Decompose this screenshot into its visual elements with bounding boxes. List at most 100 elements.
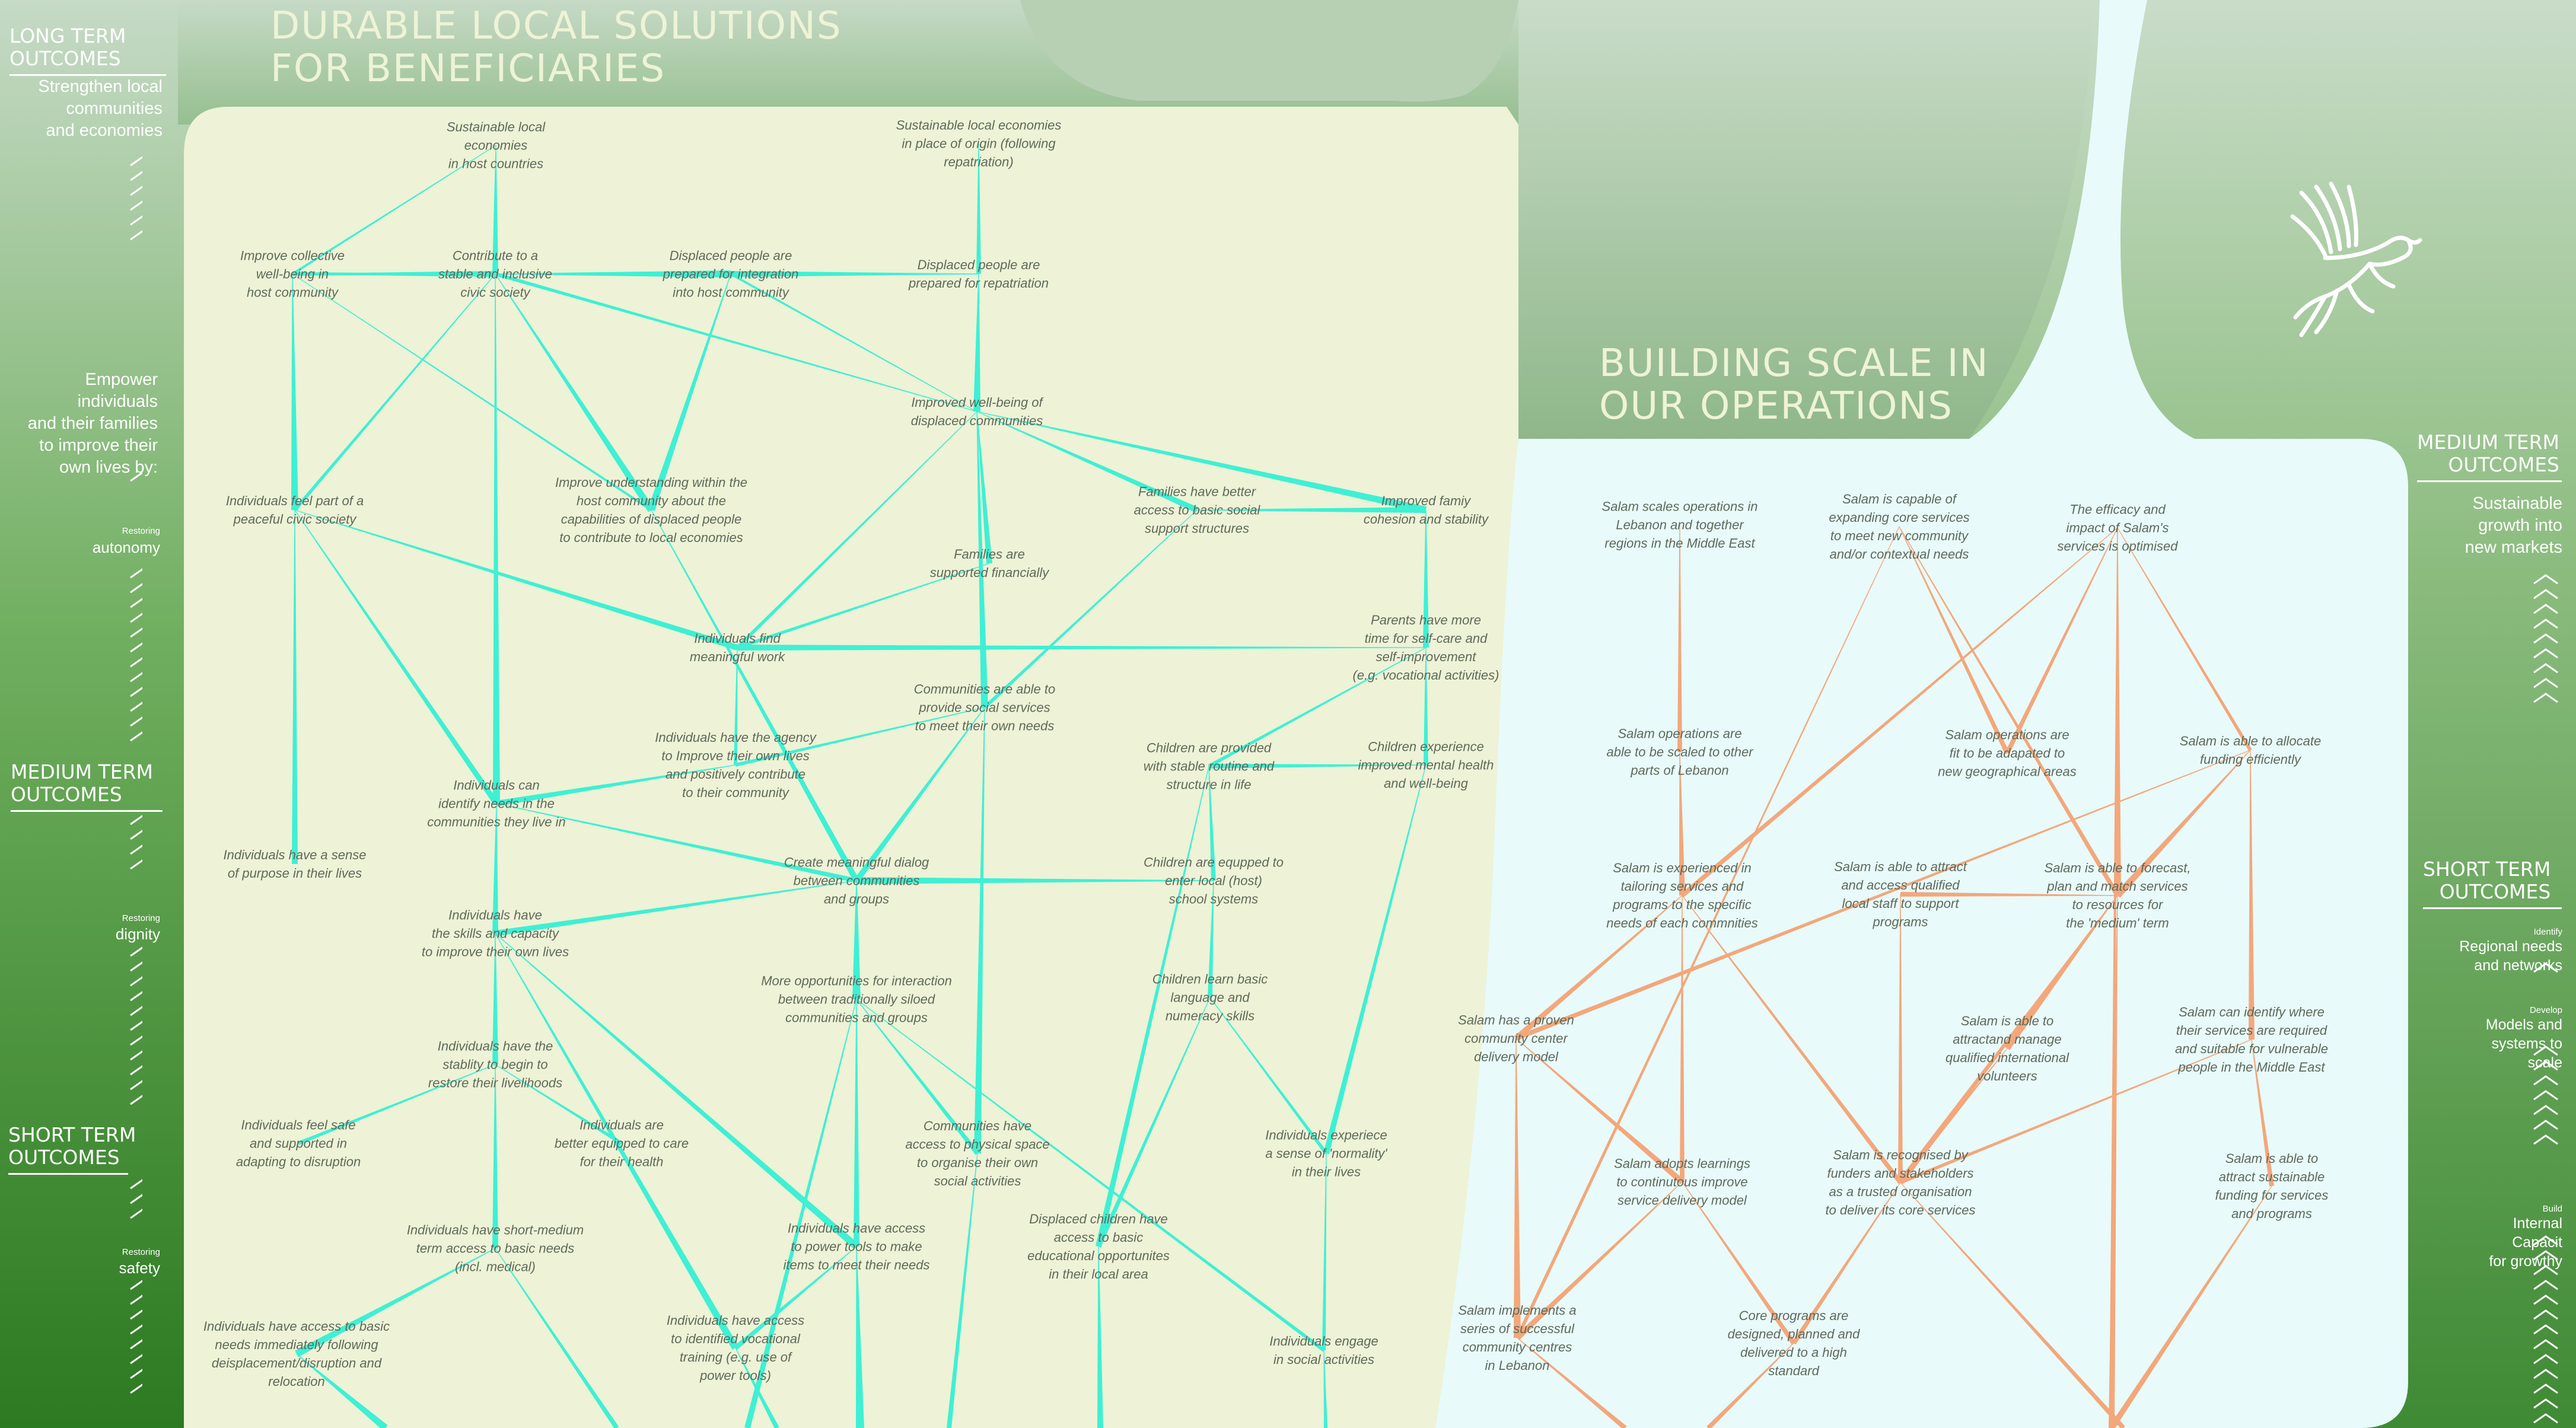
- node-line: needs immediately following: [215, 1337, 378, 1352]
- node-line: community center: [1464, 1031, 1568, 1046]
- node-line: Salam is experienced in: [1613, 860, 1752, 875]
- heading-line: MEDIUM TERM: [11, 760, 153, 783]
- node-line: Individuals have: [448, 907, 542, 923]
- chevron-up-icon: [130, 1035, 142, 1046]
- chevron-up-icon: [2533, 1295, 2558, 1305]
- node-line: to continutous improve: [1616, 1174, 1748, 1190]
- chevron-up-icon: [2533, 1354, 2558, 1365]
- chevron-up-icon: [2533, 678, 2558, 689]
- node-line: Improved famiy: [1381, 493, 1471, 508]
- node-line: enter local (host): [1165, 873, 1262, 888]
- node-line: displaced communities: [910, 413, 1043, 428]
- chevron-up-icon: [130, 731, 142, 742]
- chevron-up-icon: [2533, 1105, 2558, 1115]
- beneficiaries-title: DURABLE LOCAL SOLUTIONS FOR BENEFICIARIE…: [270, 5, 842, 90]
- chevron-up-icon: [130, 844, 142, 855]
- node-line: and supported in: [250, 1136, 347, 1151]
- text-line: Internal: [2513, 1215, 2562, 1232]
- node-line: Individuals have access to basic: [203, 1319, 390, 1334]
- text-line: for growthy: [2489, 1253, 2562, 1270]
- node-line: people in the Middle East: [2178, 1060, 2325, 1075]
- operations-title: BUILDING SCALE IN OUR OPERATIONS: [1599, 342, 1989, 428]
- text-line: and their families: [27, 414, 158, 433]
- chevron-up-icon: [130, 976, 142, 987]
- chevron-up-icon: [2533, 663, 2558, 674]
- node-line: Individuals have short-medium: [406, 1222, 584, 1238]
- node-line: supported financially: [929, 565, 1049, 580]
- node-line: Individuals feel part of a: [225, 493, 364, 508]
- chevron-up-icon: [130, 186, 142, 196]
- restoring-autonomy-label: autonomy: [92, 538, 160, 556]
- chevron-up-icon: [130, 702, 142, 712]
- node-line: to organise their own: [916, 1155, 1039, 1170]
- right-short-term-heading: SHORT TERM OUTCOMES: [2423, 858, 2562, 909]
- node-line: support structures: [1144, 521, 1250, 536]
- chevron-up-icon: [2533, 1265, 2558, 1276]
- node-line: Children experience: [1368, 739, 1484, 754]
- node-line: Salam is able to attract: [1834, 859, 1967, 874]
- node-line: communities they live in: [427, 814, 566, 830]
- node-line: Children are equpped to: [1143, 855, 1284, 870]
- chevron-up-icon: [130, 156, 142, 1394]
- node-line: identify needs in the: [438, 796, 555, 811]
- dove-icon: [2290, 181, 2422, 337]
- title-line: OUR OPERATIONS: [1599, 384, 1953, 428]
- node-line: Salam is capable of: [1842, 492, 1956, 506]
- chevron-up-icon: [130, 1295, 142, 1305]
- node-line: cohesion and stability: [1363, 512, 1489, 527]
- node-line: a sense of 'normality': [1265, 1146, 1387, 1161]
- chevron-up-icon: [2533, 1324, 2558, 1335]
- node-line: Salam is able to allocate: [2179, 734, 2322, 748]
- node-line: expanding core services: [1829, 510, 1970, 525]
- chevron-up-icon: [130, 1006, 142, 1016]
- node-line: Salam is recognised by: [1833, 1148, 1968, 1162]
- node-line: Individuals engage: [1269, 1334, 1378, 1349]
- node-line: Individuals are: [579, 1117, 664, 1133]
- node-line: Communities are able to: [913, 681, 1056, 697]
- node-line: Individuals have a sense: [223, 847, 367, 862]
- chevron-up-icon: [130, 946, 142, 957]
- title-line: BUILDING SCALE IN: [1599, 342, 1989, 385]
- node-line: needs of each commnities: [1606, 916, 1758, 930]
- chevron-up-icon: [130, 613, 142, 623]
- identify-small: Identify: [2533, 927, 2562, 937]
- chevron-up-icon: [130, 156, 142, 167]
- right-medium-term-text: Sustainable growth into new markets: [2420, 493, 2562, 559]
- node-line: Salam is able to: [2225, 1151, 2319, 1166]
- title-line: FOR BENEFICIARIES: [270, 47, 666, 91]
- node-line: social activities: [934, 1174, 1021, 1188]
- node-line: and/or contextual needs: [1829, 547, 1969, 562]
- node-line: adapting to disruption: [235, 1154, 361, 1169]
- node-line: More opportunities for interaction: [761, 973, 952, 989]
- node-line: to power tools to make: [791, 1239, 922, 1254]
- chevron-up-icon: [2533, 1280, 2558, 1290]
- node-line: peaceful civic society: [233, 512, 356, 527]
- heading-underline: [8, 1173, 128, 1175]
- text-line: new markets: [2464, 538, 2562, 557]
- node-line: economies: [464, 138, 528, 153]
- node-line: Individuals have the agency: [655, 730, 816, 745]
- node-line: Salam can identify where: [2179, 1005, 2325, 1019]
- long-term-heading: LONG TERM OUTCOMES: [9, 25, 166, 76]
- node-line: term access to basic needs: [416, 1241, 575, 1256]
- node-line: the skills and capacity: [432, 926, 559, 941]
- restoring-autonomy-small: Restoring: [122, 526, 160, 536]
- node-line: to deliver its core services: [1825, 1203, 1976, 1217]
- chevron-up-icon: [130, 672, 142, 683]
